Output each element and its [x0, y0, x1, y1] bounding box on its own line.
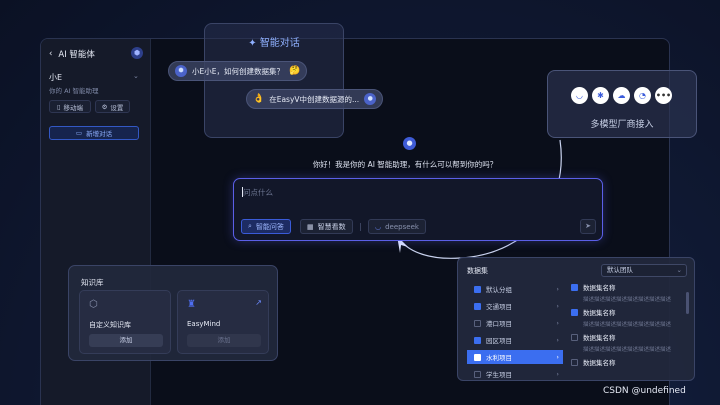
checkbox[interactable]: [474, 302, 481, 310]
group-item[interactable]: 交通项目 ›: [467, 299, 563, 313]
agent-name: 小E: [49, 73, 63, 82]
smart-chat-title: ✦ 智能对话: [248, 38, 300, 49]
checkbox[interactable]: [571, 308, 578, 316]
smart-board-chip[interactable]: ▦ 智慧看数: [300, 219, 353, 234]
knowledge-base-card: 知识库 ⬡ 自定义知识库 添加 ♜ ↗ EasyMind 添加: [68, 265, 278, 361]
chevron-down-icon: ⌄: [676, 266, 682, 274]
group-item[interactable]: 园区项目 ›: [467, 333, 563, 347]
bot-avatar-icon: ●: [364, 93, 377, 105]
checkbox[interactable]: [474, 353, 481, 361]
gear-icon: ⚙: [101, 102, 108, 111]
send-icon: ➤: [585, 222, 591, 230]
watermark: CSDN @undefined: [603, 386, 686, 396]
qa-icon: ⌕: [248, 222, 252, 230]
scrollbar[interactable]: [686, 292, 689, 314]
dataset-item[interactable]: 数据集名称: [568, 357, 688, 382]
checkbox[interactable]: [474, 370, 481, 378]
board-icon: ▦: [307, 222, 314, 231]
multi-model-card: ◡ ✱ ☁ ◔ ••• 多模型厂商接入: [547, 70, 697, 138]
checkbox[interactable]: [571, 333, 578, 341]
add-button[interactable]: 添加: [89, 334, 163, 347]
dataset-item[interactable]: 数据集名称 描述描述描述描述描述描述描述描述: [568, 332, 688, 357]
divider: [360, 223, 361, 231]
checkbox[interactable]: [474, 319, 481, 327]
easymind-logo-icon: ♜: [187, 299, 196, 310]
more-icon: •••: [655, 87, 672, 104]
sidebar-title: AI 智能体: [58, 50, 95, 60]
knowledge-item-easymind: ♜ ↗ EasyMind 添加: [177, 290, 269, 354]
assistant-avatar-icon: ●: [403, 137, 416, 150]
dataset-list: 数据集名称 描述描述描述描述描述描述描述描述 数据集名称 描述描述描述描述描述描…: [568, 282, 688, 378]
checkbox[interactable]: [571, 283, 578, 291]
spark-icon: ◔: [634, 87, 651, 104]
checkbox[interactable]: [571, 358, 578, 366]
chevron-right-icon: ›: [556, 353, 559, 361]
back-icon[interactable]: ‹: [49, 49, 53, 59]
sidebar-header: ‹ AI 智能体: [49, 48, 95, 60]
group-item[interactable]: 学生项目 ›: [467, 367, 563, 381]
send-button[interactable]: ➤: [580, 219, 596, 234]
chat-icon: ▭: [75, 129, 83, 137]
dataset-item[interactable]: 数据集名称 描述描述描述描述描述描述描述描述: [568, 282, 688, 307]
phone-icon: ▯: [56, 102, 61, 111]
chevron-down-icon[interactable]: ⌄: [133, 72, 139, 80]
group-item[interactable]: 默认分组 ›: [467, 282, 563, 296]
agent-avatar-icon: ⬢: [175, 65, 187, 77]
cube-icon: ⬡: [89, 299, 98, 310]
add-button-disabled: 添加: [187, 334, 261, 347]
answer-bubble: 👌 在EasyV中创建数据源的... ●: [246, 89, 384, 109]
cloud-icon: ☁: [613, 87, 630, 104]
chevron-right-icon: ›: [556, 370, 559, 378]
model-icon-row: ◡ ✱ ☁ ◔ •••: [571, 87, 672, 104]
ok-hand-emoji-icon: 👌: [253, 94, 265, 104]
question-bubble: ⬢ 小E小E，如何创建数据集？ 🤔: [168, 61, 308, 81]
group-list: 默认分组 › 交通项目 › 港口项目 › 园区项目 › 水利项目 › 学生项目 …: [467, 282, 563, 381]
dataset-title: 数据集: [467, 267, 488, 275]
robot-icon: ✱: [592, 87, 609, 104]
agent-logo-icon: ⬢: [131, 47, 143, 59]
thinking-emoji-icon: 🤔: [288, 66, 301, 76]
dataset-panel: 数据集 默认团队 ⌄ 默认分组 › 交通项目 › 港口项目 › 园区项目 › 水…: [457, 257, 695, 381]
dataset-item[interactable]: 数据集名称 描述描述描述描述描述描述描述描述: [568, 307, 688, 332]
settings-button[interactable]: ⚙ 设置: [95, 100, 130, 113]
mobile-button[interactable]: ▯ 移动端: [49, 100, 91, 113]
agent-subtitle: 你的 AI 智能助理: [49, 87, 99, 95]
model-select-chip[interactable]: ◡ deepseek: [368, 219, 426, 234]
whale-icon: ◡: [375, 222, 382, 231]
chevron-right-icon: ›: [556, 319, 559, 327]
whale-icon: ◡: [571, 87, 588, 104]
smart-qa-chip[interactable]: ⌕ 智能问答: [241, 219, 291, 234]
knowledge-item-custom: ⬡ 自定义知识库 添加: [79, 290, 171, 354]
chevron-right-icon: ›: [556, 336, 559, 344]
text-caret: [242, 187, 243, 197]
group-item[interactable]: 港口项目 ›: [467, 316, 563, 330]
greeting-text: 你好！我是你的 AI 智能助理，有什么可以帮到你的吗？: [312, 160, 498, 169]
checkbox[interactable]: [474, 336, 481, 344]
external-link-icon[interactable]: ↗: [255, 298, 262, 307]
group-item-active[interactable]: 水利项目 ›: [467, 350, 563, 364]
chevron-right-icon: ›: [556, 302, 559, 310]
multi-model-label: 多模型厂商接入: [590, 120, 654, 130]
team-select[interactable]: 默认团队 ⌄: [601, 264, 687, 277]
knowledge-title: 知识库: [81, 278, 104, 287]
chevron-right-icon: ›: [556, 285, 559, 293]
new-chat-button[interactable]: ▭ 新增对话: [49, 126, 139, 140]
chat-input-box[interactable]: 问点什么 ⌕ 智能问答 ▦ 智慧看数 ◡ deepseek ➤: [233, 178, 603, 241]
chat-input-placeholder[interactable]: 问点什么: [243, 188, 273, 197]
checkbox[interactable]: [474, 285, 481, 293]
